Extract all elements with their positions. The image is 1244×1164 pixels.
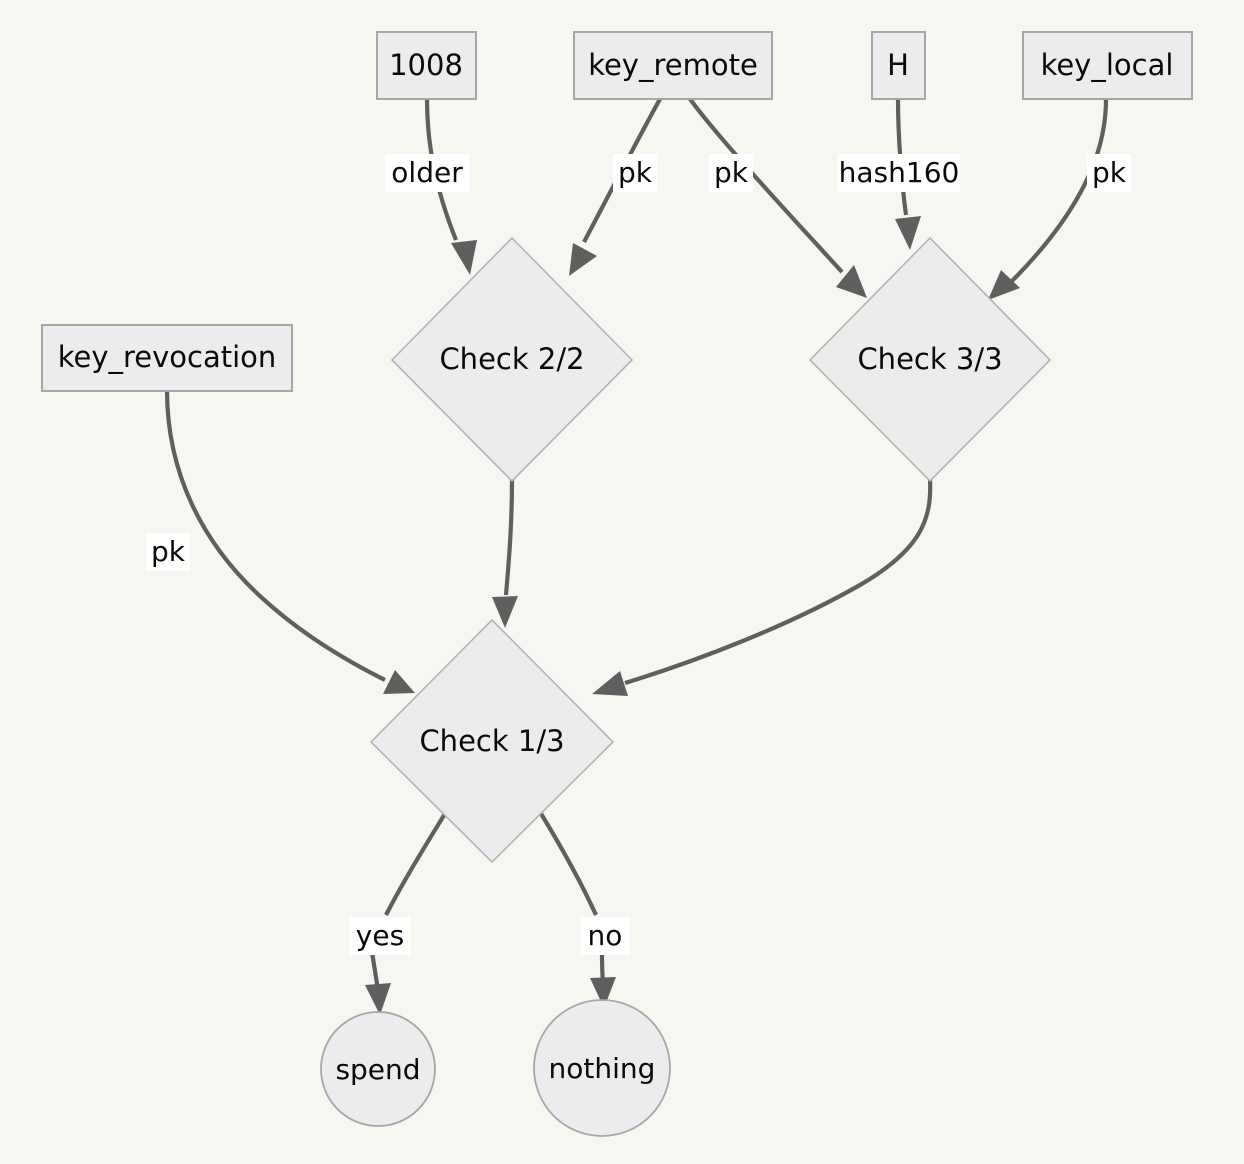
edge-label-text: pk	[714, 156, 749, 189]
edge-label-bg	[709, 154, 753, 192]
node-label: 1008	[389, 48, 463, 82]
edge-label-text: pk	[151, 535, 186, 568]
edge-label-pk-remote-22: pk	[613, 154, 657, 192]
edge-label-bg	[385, 154, 470, 192]
edge-label-bg	[613, 154, 657, 192]
edge-label-bg	[581, 917, 630, 955]
arrowhead-icon	[365, 983, 391, 1015]
node-label: H	[887, 48, 909, 82]
node-diamond[interactable]	[390, 236, 634, 483]
arrowhead-icon	[451, 240, 477, 275]
edge-path	[688, 97, 844, 274]
node-box[interactable]	[871, 31, 926, 100]
node-label: key_local	[1041, 48, 1174, 82]
edge-path	[384, 810, 448, 916]
node-label: Check 2/2	[439, 342, 584, 376]
edge-path	[624, 479, 933, 686]
node-spend[interactable]: spend	[320, 1011, 436, 1127]
edge-keylocal-to-check33	[988, 98, 1109, 300]
arrowhead-icon	[569, 243, 597, 276]
node-label: Check 3/3	[857, 342, 1002, 376]
node-box[interactable]	[41, 324, 293, 392]
node-label: key_remote	[588, 48, 758, 82]
edge-path	[503, 479, 515, 596]
edge-check13-to-spend	[365, 810, 448, 1015]
edge-path	[538, 810, 598, 916]
node-1008[interactable]: 1008	[376, 31, 477, 100]
edge-label-text: pk	[618, 156, 653, 189]
node-check-3-3[interactable]: Check 3/3	[808, 236, 1052, 483]
edge-label-text: pk	[1092, 156, 1127, 189]
edge-label-hash160: hash160	[838, 154, 960, 192]
node-circle[interactable]	[320, 1011, 436, 1127]
edge-label-yes: yes	[350, 917, 410, 955]
edge-path	[599, 951, 606, 983]
edge-label-bg	[838, 154, 960, 192]
edge-label-text: older	[391, 156, 463, 189]
edge-label-pk-local-33: pk	[1087, 154, 1131, 192]
node-circle[interactable]	[533, 999, 671, 1137]
node-h[interactable]: H	[871, 31, 926, 100]
arrowhead-icon	[895, 216, 921, 250]
edge-label-no: no	[581, 917, 630, 955]
node-box[interactable]	[573, 31, 773, 100]
node-label: key_revocation	[58, 340, 277, 374]
arrowhead-icon	[383, 670, 415, 694]
edge-label-pk-remote-33: pk	[709, 154, 753, 192]
node-check-1-3[interactable]: Check 1/3	[369, 618, 615, 864]
edge-label-text: yes	[356, 919, 404, 952]
edge-check22-to-check13	[492, 479, 518, 628]
node-label: Check 1/3	[419, 724, 564, 758]
edge-keyrevocation-to-check13	[164, 389, 415, 694]
edge-check13-to-nothing	[538, 810, 616, 1008]
arrowhead-icon	[836, 265, 867, 298]
node-box[interactable]	[1022, 31, 1193, 100]
edge-label-pk-revocation: pk	[146, 533, 190, 571]
node-label: spend	[335, 1053, 420, 1086]
node-key-revocation[interactable]: key_revocation	[41, 324, 293, 392]
node-diamond[interactable]	[808, 236, 1052, 483]
edge-label-bg	[1087, 154, 1131, 192]
edge-label-bg	[350, 917, 410, 955]
edge-label-text: hash160	[839, 156, 960, 189]
edge-path	[1010, 98, 1109, 283]
edge-label-text: no	[588, 919, 623, 952]
edge-label-bg	[146, 533, 190, 571]
node-label: nothing	[549, 1052, 656, 1085]
node-box[interactable]	[376, 31, 477, 100]
node-check-2-2[interactable]: Check 2/2	[390, 236, 634, 483]
node-key-remote[interactable]: key_remote	[573, 31, 773, 100]
node-diamond[interactable]	[369, 618, 615, 864]
edge-label-older: older	[385, 154, 470, 192]
edge-check33-to-check13	[592, 479, 933, 696]
edge-keyremote-to-check33	[688, 97, 867, 298]
arrowhead-icon	[590, 977, 616, 1008]
edge-path	[164, 389, 386, 682]
arrowhead-icon	[492, 596, 518, 628]
node-nothing[interactable]: nothing	[533, 999, 671, 1137]
arrowhead-icon	[592, 671, 628, 696]
arrowhead-icon	[988, 270, 1020, 300]
node-key-local[interactable]: key_local	[1022, 31, 1193, 100]
